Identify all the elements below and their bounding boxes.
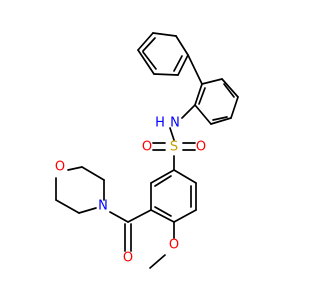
n-s-bond — [169, 127, 175, 141]
atom-label-oxygen-carbonyl: O — [123, 251, 133, 266]
atom-label-oxygen-morpholine: O — [55, 160, 65, 175]
atom-label-oxygen-methoxy: O — [169, 238, 179, 253]
phenyl-ring-right — [194, 78, 239, 125]
methoxy-methyl-bond — [149, 254, 166, 269]
molecule-canvas: N H S O O O N O O — [55, 32, 239, 269]
atom-label-nitrogen-morpholine: N — [98, 199, 108, 214]
ring-carbonyl-bond — [127, 209, 152, 223]
carbonyl-n-bond — [109, 211, 129, 223]
phenyl-ring-top — [137, 32, 189, 76]
atom-label-hydrogen: H — [155, 116, 165, 131]
biaryl-bond — [187, 54, 203, 85]
atom-label-oxygen-sulfonyl-left: O — [142, 140, 152, 155]
atom-label-sulfur: S — [170, 140, 178, 155]
benzene-ring-central — [150, 169, 197, 223]
atom-label-oxygen-sulfonyl-right: O — [196, 140, 206, 155]
structure-diagram: N H S O O O N O O — [55, 32, 239, 269]
atom-label-nitrogen-amide: N — [170, 116, 180, 131]
morpholine-ring — [55, 166, 105, 214]
n-aryl-bond — [181, 104, 196, 119]
